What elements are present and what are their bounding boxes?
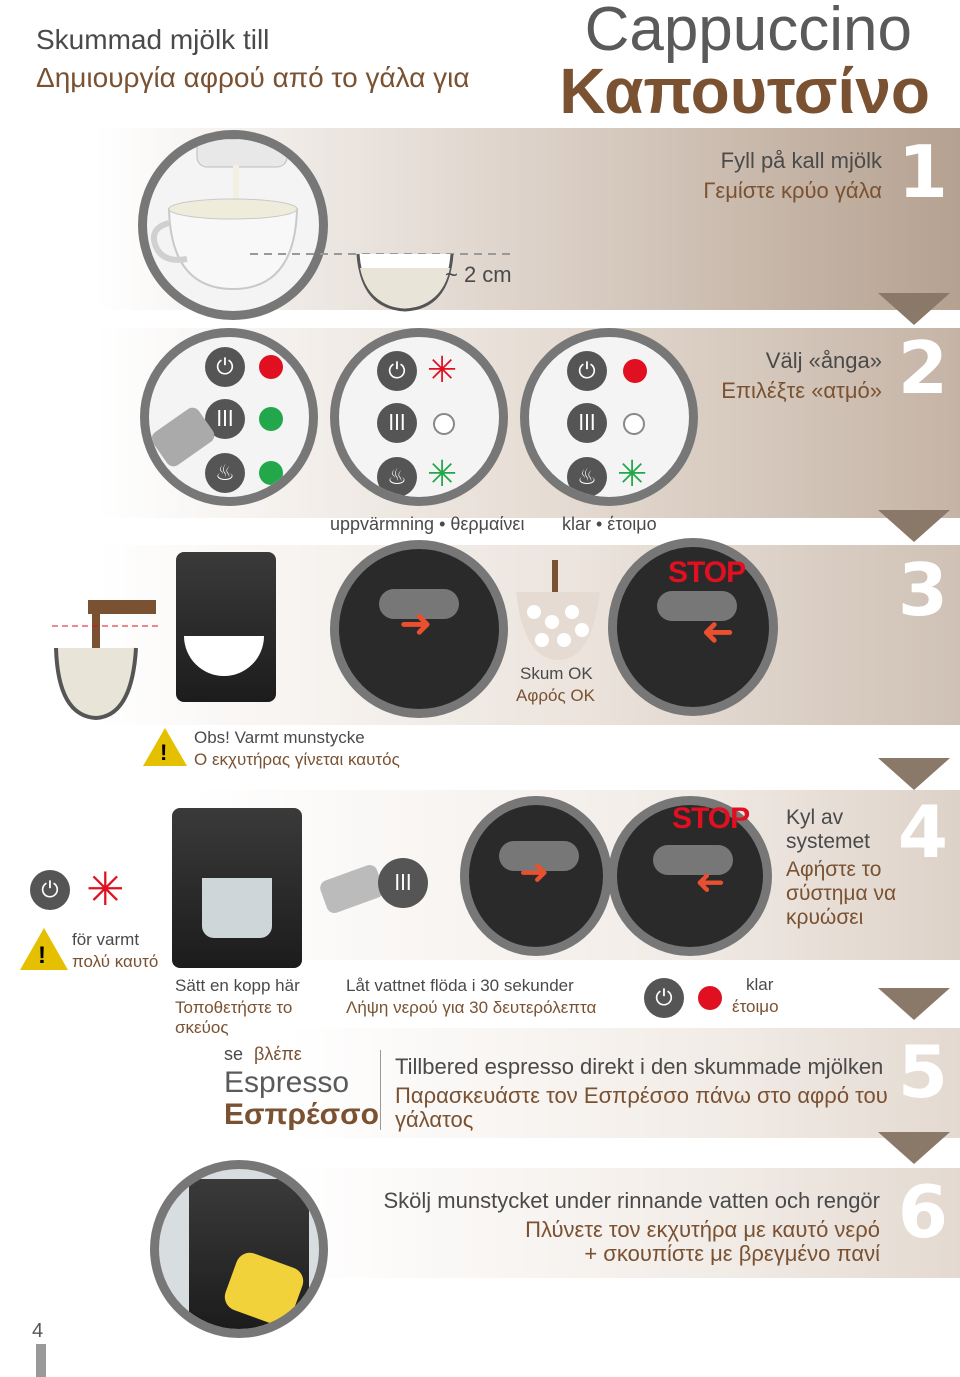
warning-text-gr: Ο εκχυτήρας γίνεται καυτός xyxy=(194,750,400,769)
arrow-down-icon xyxy=(878,510,950,542)
step-3-number: 3 xyxy=(897,548,948,632)
step-4-text-gr: Αφήστε το σύστημα να κρυώσει xyxy=(786,858,897,929)
control-panel-off: ⏻ ǀǀǀ ♨ xyxy=(140,328,318,506)
heating-label: uppvärmning • θερμαίνει xyxy=(330,514,525,534)
steam-icon: ♨ xyxy=(567,457,607,497)
arrow-down-icon xyxy=(878,758,950,790)
cup-level-diagram xyxy=(250,253,515,312)
steam-knob-turn-on: ➜ xyxy=(330,540,508,718)
cup-here-sv: Sätt en kopp här xyxy=(175,976,300,995)
page-number: 4 xyxy=(32,1320,44,1342)
foam-jug-icon xyxy=(516,560,600,660)
status-light-off xyxy=(623,413,645,435)
arrow-icon: ➜ xyxy=(701,610,735,654)
cleaning-illustration xyxy=(150,1160,328,1338)
step-2-number: 2 xyxy=(897,326,948,410)
step-1-text-sv: Fyll på kall mjölk xyxy=(720,148,882,173)
hot-water-icon: ǀǀǀ xyxy=(378,858,428,908)
foam-ok-gr: Αφρός OK xyxy=(516,686,595,705)
cup-here-gr: Τοποθετήστε το σκεύος xyxy=(175,998,293,1037)
machine-illustration xyxy=(176,552,276,702)
step-5-text-sv: Tillbered espresso direkt i den skummade… xyxy=(395,1054,884,1079)
step-6-text-sv: Skölj munstycket under rinnande vatten o… xyxy=(383,1188,880,1213)
hot-label-sv: för varmt xyxy=(72,930,140,949)
subtitle-gr: Δημιουργία αφρού από το γάλα για xyxy=(36,62,470,93)
steam-knob-turn-on: ➜ xyxy=(460,796,612,956)
step-4-text-sv: Kyl av systemet xyxy=(786,806,871,853)
step-2-text-sv: Välj «ånga» xyxy=(765,348,882,373)
steam-knob-turn-off: ➜ xyxy=(608,796,772,956)
hot-water-icon: ǀǀǀ xyxy=(567,403,607,443)
title-gr: Καπουτσίνο xyxy=(559,55,930,127)
status-light-red xyxy=(698,986,722,1010)
step-5-band xyxy=(0,1028,960,1138)
blinking-red-light: ✳ xyxy=(86,863,125,915)
stop-sign: STOP xyxy=(672,802,750,835)
step-5-number: 5 xyxy=(897,1030,948,1114)
title-sv: Cappuccino xyxy=(584,0,912,64)
see-label-sv: se xyxy=(224,1044,244,1064)
water-flow-sv: Låt vattnet flöda i 30 sekunder xyxy=(346,976,574,995)
status-light-red xyxy=(259,355,283,379)
step-1-number: 1 xyxy=(897,130,948,214)
see-label-gr: βλέπε xyxy=(254,1044,302,1064)
arrow-icon: ➜ xyxy=(399,602,433,646)
warning-icon xyxy=(20,928,68,970)
ready-label-gr: έτοιμο xyxy=(732,997,779,1016)
step-6-text-gr: Πλύνετε τον εκχυτήρα με καυτό νερό + σκο… xyxy=(525,1217,880,1266)
steam-knob-turn-off: ➜ xyxy=(608,538,778,716)
foam-ok-sv: Skum OK xyxy=(520,664,593,683)
blinking-green-light: ✳ xyxy=(617,453,648,494)
steam-icon: ♨ xyxy=(205,453,245,493)
blinking-red-light: ✳ xyxy=(427,349,458,390)
steam-icon: ♨ xyxy=(377,457,417,497)
divider xyxy=(380,1050,381,1130)
power-icon: ⏻ xyxy=(205,347,245,387)
warning-text-sv: Obs! Varmt munstycke xyxy=(194,728,365,747)
machine-illustration xyxy=(172,808,302,968)
warning-icon xyxy=(143,728,187,766)
status-light-off xyxy=(433,413,455,435)
arrow-down-icon xyxy=(878,988,950,1020)
blinking-green-light: ✳ xyxy=(427,453,458,494)
step-2-text-gr: Επιλέξτε «ατμό» xyxy=(721,378,882,403)
nozzle-in-cup-diagram xyxy=(52,600,162,720)
ready-label-sv: klar xyxy=(746,975,774,994)
status-light-green xyxy=(259,407,283,431)
power-icon: ⏻ xyxy=(644,978,684,1018)
control-panel-ready: ⏻ ǀǀǀ ♨ ✳ xyxy=(520,328,698,506)
arrow-down-icon xyxy=(878,1132,950,1164)
power-icon: ⏻ xyxy=(567,351,607,391)
cup-pour-icon xyxy=(151,139,299,291)
step-1-text-gr: Γεμίστε κρύο γάλα xyxy=(703,178,882,203)
step-5-text-gr: Παρασκευάστε τον Εσπρέσσο πάνω στο αφρό … xyxy=(395,1083,888,1132)
measure-label: ~ 2 cm xyxy=(445,262,512,287)
espresso-link-gr[interactable]: Εσπρέσσο xyxy=(224,1098,379,1131)
espresso-link-sv[interactable]: Espresso xyxy=(224,1066,350,1099)
arrow-icon: ➜ xyxy=(519,851,550,892)
hot-water-icon: ǀǀǀ xyxy=(377,403,417,443)
milk-cup-illustration xyxy=(138,130,328,320)
power-icon: ⏻ xyxy=(377,351,417,391)
step-4-number: 4 xyxy=(897,790,948,874)
arrow-down-icon xyxy=(878,293,950,325)
control-panel-heating: ⏻ ✳ ǀǀǀ ♨ ✳ xyxy=(330,328,508,506)
step-6-number: 6 xyxy=(897,1170,948,1254)
status-light-green xyxy=(259,461,283,485)
water-flow-gr: Λήψη νερού για 30 δευτερόλεπτα xyxy=(346,998,597,1017)
hot-label-gr: πολύ καυτό xyxy=(72,952,159,971)
subtitle-sv: Skummad mjölk till xyxy=(36,24,270,55)
stop-sign: STOP xyxy=(668,556,746,589)
power-icon: ⏻ xyxy=(30,870,70,910)
ready-label: klar • έτοιμο xyxy=(562,514,657,534)
hot-water-icon: ǀǀǀ xyxy=(205,399,245,439)
arrow-icon: ➜ xyxy=(695,861,726,902)
page-marker xyxy=(36,1344,46,1377)
status-light-red xyxy=(623,359,647,383)
